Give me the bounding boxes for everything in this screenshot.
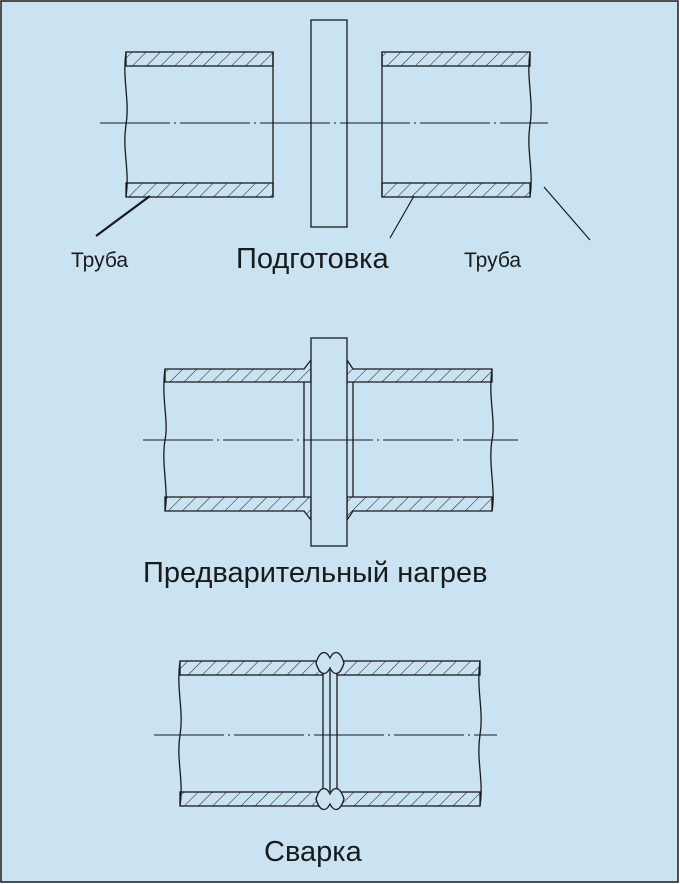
stage-preparation: Труба Подготовка Труба xyxy=(71,19,591,275)
pipe-right xyxy=(381,51,532,198)
label-stage-preparation: Подготовка xyxy=(236,243,390,275)
label-pipe-right: Труба xyxy=(464,249,521,272)
weld-bead-top xyxy=(315,651,345,675)
heating-plate-contact xyxy=(310,337,348,547)
pipe-right-bottom-wall xyxy=(381,182,531,198)
leader-line-pipe-right xyxy=(389,195,415,239)
label-pipe-left: Труба xyxy=(71,249,128,272)
stage-preheat: Предварительный нагрев xyxy=(143,337,518,589)
weld-bead-bottom xyxy=(315,787,345,811)
pipe-right-welded xyxy=(336,660,482,807)
leader-line-right-end xyxy=(543,186,591,241)
leader-line-pipe-left xyxy=(95,195,151,237)
pipe-left-top-wall xyxy=(125,51,274,67)
label-stage-preheat: Предварительный нагрев xyxy=(143,557,488,589)
pipe-right-top-wall xyxy=(381,51,531,67)
pipe-left-bottom-wall xyxy=(125,182,274,198)
pipe-left xyxy=(124,51,274,198)
stage-welding: Сварка xyxy=(154,651,497,868)
label-stage-welding: Сварка xyxy=(264,836,363,868)
